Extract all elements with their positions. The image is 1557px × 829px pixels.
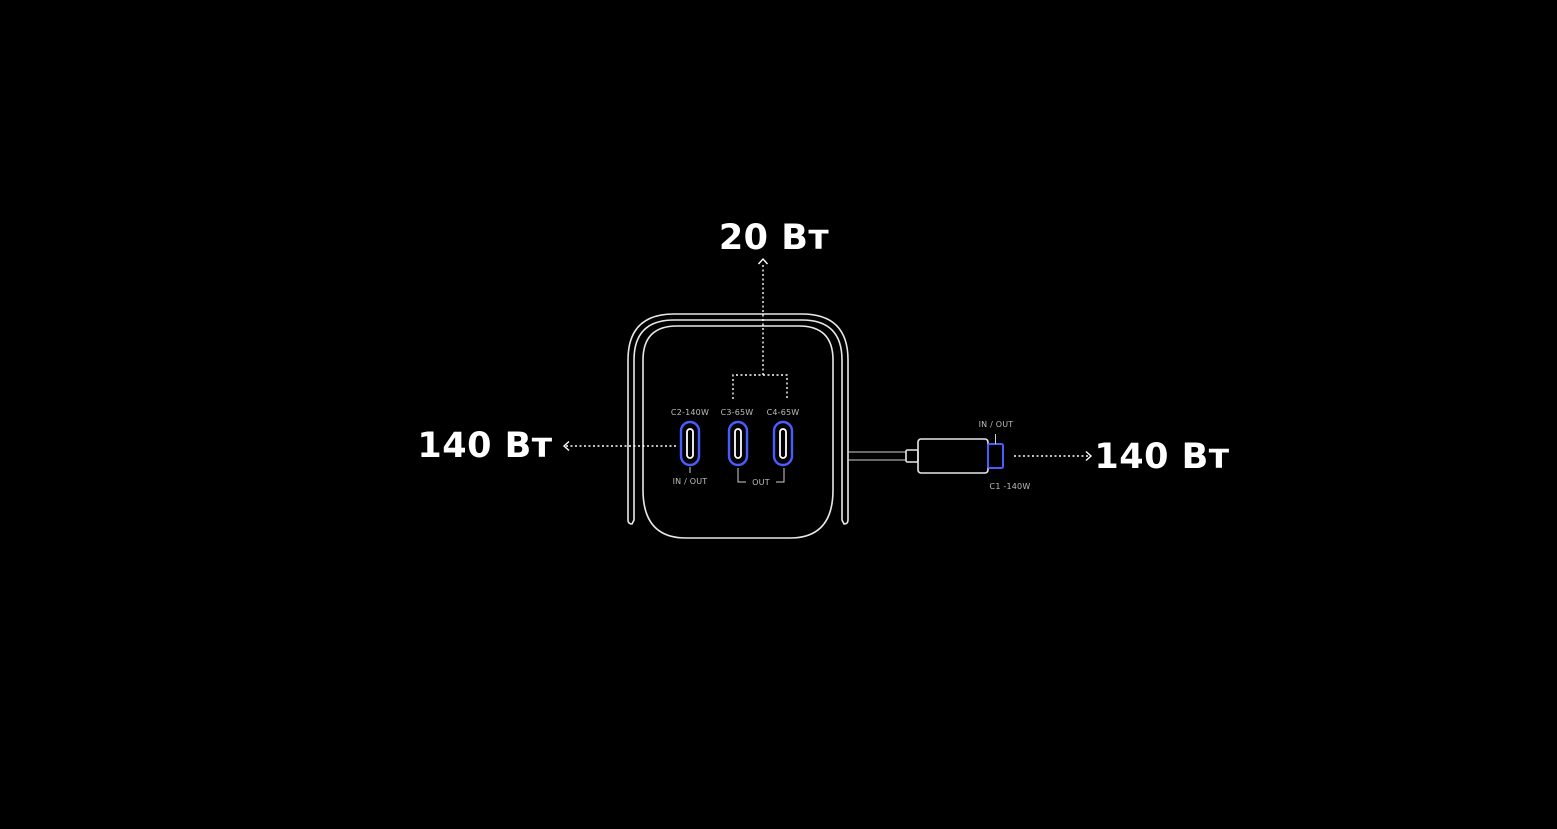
- port-c3: [727, 420, 749, 467]
- left-callout-line: [562, 440, 676, 452]
- c1-port-label: C1 -140W: [990, 482, 1031, 491]
- cable: [848, 434, 1004, 474]
- top-power-label: 20 Вт: [719, 218, 830, 258]
- c3-port-label: C3-65W: [721, 408, 754, 417]
- c1-port-tip: [987, 443, 1004, 469]
- right-power-label: 140 Вт: [1094, 437, 1229, 477]
- out-group-label: OUT: [752, 478, 770, 487]
- port-c4: [772, 420, 794, 467]
- right-callout-line: [1014, 450, 1093, 462]
- c1-connector: [917, 438, 989, 474]
- left-power-label: 140 Вт: [417, 426, 552, 466]
- out-bracket: [737, 468, 785, 483]
- c4-port-label: C4-65W: [767, 408, 800, 417]
- c1-role-label: IN / OUT: [979, 420, 1014, 429]
- c2-role-label: IN / OUT: [673, 477, 708, 486]
- c2-port-label: C2-140W: [671, 408, 709, 417]
- port-c2: [679, 420, 701, 467]
- top-callout-line: [732, 257, 788, 399]
- hub-body: [627, 313, 849, 539]
